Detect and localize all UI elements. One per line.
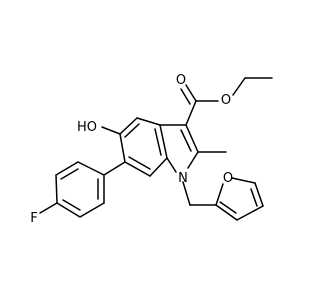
bond-c6-c7-double bbox=[128, 156, 151, 170]
bond-furan-c3-c2 bbox=[215, 204, 238, 221]
bond-furan-c5-c4-double bbox=[250, 188, 258, 207]
bond-ar-2-3-double bbox=[60, 168, 79, 180]
atom-label-furan-oxygen: O bbox=[223, 171, 233, 186]
bond-c3-c2 bbox=[185, 124, 199, 153]
bond-c2-n1 bbox=[187, 151, 199, 169]
atom-label-layer: O O HO N O F bbox=[30, 73, 233, 226]
bond-furan-c4-c3 bbox=[236, 205, 264, 221]
bond-ar-4-5-double bbox=[62, 199, 81, 211]
bond-furan-c2-o bbox=[215, 183, 224, 206]
bond-n1-c7a bbox=[166, 157, 177, 173]
atom-label-ester-oxygen: O bbox=[221, 93, 231, 108]
bond-ar-2-3 bbox=[55, 161, 79, 176]
bond-c3-c2-double bbox=[180, 129, 192, 152]
bond-layer bbox=[39, 77, 273, 221]
bond-c6-c7 bbox=[124, 161, 151, 177]
bond-carbonyl-o bbox=[185, 84, 197, 102]
bond-furan-c3-c2-double bbox=[219, 201, 237, 214]
bond-ar-3-4 bbox=[55, 174, 58, 204]
bond-c5-c6 bbox=[119, 133, 126, 163]
bond-ar-4-5 bbox=[56, 202, 81, 218]
atom-label-ring-nitrogen: N bbox=[178, 171, 188, 186]
bond-carbonyl-o-double bbox=[180, 88, 191, 105]
bond-furan-c5-c4 bbox=[254, 182, 264, 207]
bond-c-f bbox=[39, 202, 58, 214]
bond-furan-o-c5 bbox=[231, 177, 256, 184]
bond-oester-ch2 bbox=[232, 77, 246, 96]
atom-label-hydroxyl: HO bbox=[77, 120, 97, 135]
bond-n1-ch2 bbox=[182, 181, 191, 206]
bond-c7-c7a bbox=[149, 157, 168, 177]
bond-ar-1-2 bbox=[77, 161, 105, 176]
bond-c7a-c3a bbox=[159, 124, 168, 159]
atom-label-fluorine: F bbox=[30, 211, 37, 226]
bond-ar-5-6 bbox=[79, 202, 105, 218]
molecule-canvas: O O HO N O F bbox=[0, 0, 300, 300]
molecule-structure: O O HO N O F bbox=[0, 0, 300, 300]
bond-c6-aryl bbox=[103, 161, 126, 176]
bond-c3a-c4 bbox=[136, 117, 161, 126]
bond-c5-oh bbox=[101, 126, 121, 135]
atom-label-carbonyl-oxygen: O bbox=[176, 73, 186, 88]
background bbox=[0, 0, 300, 300]
bond-c4-c5-double bbox=[124, 123, 140, 138]
bond-c7a-c3a-double bbox=[154, 128, 162, 156]
bond-c3-carbonyl bbox=[185, 100, 197, 126]
bond-c4-c5 bbox=[119, 117, 138, 135]
